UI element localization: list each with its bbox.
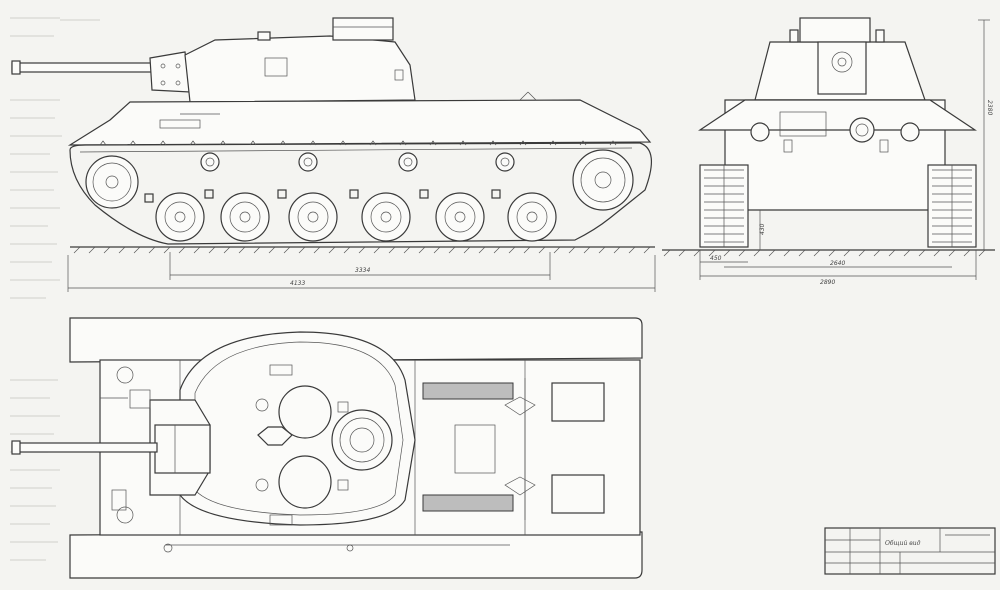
title-block-view-title: Общий вид	[885, 540, 921, 547]
hatch-lower	[278, 455, 332, 509]
front-mantlet	[817, 41, 867, 95]
commander-cupola	[332, 17, 394, 41]
front-cupola	[799, 17, 871, 43]
gun-barrel-top	[11, 442, 158, 453]
rear-hatch-lower	[551, 474, 605, 514]
road-wheels	[155, 192, 557, 242]
side-dimensions	[67, 252, 656, 292]
dim-track-width: 450	[710, 255, 722, 262]
return-rollers	[200, 152, 515, 172]
side-view: 3334 4133	[11, 17, 656, 292]
hatch-upper	[278, 385, 332, 439]
rear-hatch-upper	[551, 382, 605, 422]
engine-grille-upper	[422, 382, 514, 400]
engine-grille-lower	[422, 494, 514, 512]
cupola-top	[331, 409, 393, 471]
front-dimensions	[699, 19, 990, 280]
dim-track-contact: 3334	[355, 267, 370, 274]
idler-wheel	[85, 155, 139, 209]
ghost-text	[10, 17, 100, 561]
gun-barrel	[11, 62, 153, 73]
suspension-arms	[144, 189, 501, 203]
drive-sprocket	[572, 149, 634, 211]
track	[69, 142, 652, 245]
upper-hull	[67, 99, 652, 146]
vent-hex	[257, 426, 293, 446]
dim-hull-length: 4133	[290, 280, 305, 287]
top-view	[11, 317, 643, 579]
mantlet-top	[154, 424, 211, 474]
top-track-lower	[69, 531, 643, 579]
track-links-front	[704, 165, 972, 247]
dim-overall-width: 2890	[820, 279, 835, 286]
track-teeth	[99, 140, 617, 146]
dim-tread-width: 2640	[830, 260, 845, 267]
ground-hatch	[73, 246, 651, 254]
dim-height: 2380	[986, 100, 993, 115]
front-view: 450 2640 2890 2380 430	[662, 17, 995, 286]
title-block: Общий вид	[824, 527, 996, 575]
dim-ground-clearance: 430	[759, 223, 766, 235]
turret	[184, 35, 416, 103]
gun-mantlet	[149, 51, 191, 93]
